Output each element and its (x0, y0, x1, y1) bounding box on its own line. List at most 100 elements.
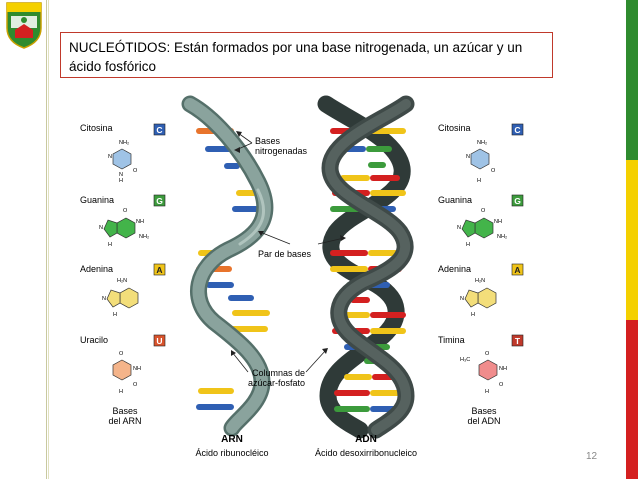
pyrimidine-ring (112, 148, 132, 170)
atom-label: N (99, 225, 103, 231)
right-base-guanina: Guanina G O NH NH₂ N H (438, 194, 524, 248)
pyrimidine-ring (478, 359, 498, 381)
label-par-de-bases: Par de bases (258, 249, 312, 259)
left-base-adenina: Adenina A H₂N N H (80, 263, 166, 318)
label-bases: Bases (255, 136, 281, 146)
base-code-badge (153, 123, 166, 136)
stripe-green (626, 0, 638, 160)
stripe-red (626, 320, 638, 479)
base-code-badge (511, 123, 524, 136)
base-code: U (156, 336, 162, 346)
left-border-line (46, 0, 47, 479)
slide-title-text: NUCLEÓTIDOS: Están formados por una base… (69, 40, 523, 74)
stripe-yellow (626, 160, 638, 320)
left-caption-line2: del ARN (108, 416, 141, 426)
right-base-timina: Timina T O NH O H₃C H (438, 334, 524, 395)
atom-label: H (119, 389, 123, 395)
atom-label: O (133, 168, 138, 174)
label-arn-full: Ácido ribunocléico (195, 448, 268, 458)
left-border-line-2 (48, 0, 49, 479)
atom-label: NH (494, 219, 502, 225)
base-code-badge (153, 194, 166, 207)
pyrimidine-ring (112, 359, 132, 381)
base-code-badge (153, 263, 166, 276)
base-code: C (514, 125, 520, 135)
atom-label: O (499, 382, 504, 388)
base-code: C (156, 125, 162, 135)
atom-label: NH (499, 366, 507, 372)
base-code: T (515, 336, 521, 346)
base-code: A (156, 265, 162, 275)
base-code: G (514, 196, 521, 206)
atom-label: H (108, 242, 112, 248)
right-base-citosina: Citosina C NH₂ O N H (438, 123, 524, 184)
atom-label: N (466, 154, 470, 160)
base-code: A (514, 265, 520, 275)
atom-label: NH₂ (477, 140, 487, 146)
base-name: Guanina (80, 195, 114, 205)
atom-label: N (102, 296, 106, 302)
base-name: Adenina (438, 264, 471, 274)
left-caption-line1: Bases (112, 406, 138, 416)
atom-label: N (457, 225, 461, 231)
left-base-uracilo: Uracilo U O NH O H (80, 334, 166, 395)
atom-label: H₃C (460, 357, 470, 363)
purine-ring-6 (119, 287, 139, 309)
atom-label: N (460, 296, 464, 302)
purine-ring-5 (103, 219, 118, 238)
atom-label: NH (133, 366, 141, 372)
atom-label: NH₂ (497, 234, 507, 240)
atom-label: H (471, 312, 475, 318)
atom-label: O (119, 351, 124, 357)
school-logo (6, 2, 42, 49)
atom-label: H (477, 178, 481, 184)
pyrimidine-ring (470, 148, 490, 170)
atom-label: N (108, 154, 112, 160)
left-base-citosina: Citosina C NH₂ O N N H (80, 123, 166, 184)
base-name: Guanina (438, 195, 472, 205)
label-azucar-fosfato: azúcar-fosfato (248, 378, 305, 388)
base-code-badge (153, 334, 166, 347)
right-base-adenina: Adenina A H₂N N H (438, 263, 524, 318)
atom-label: O (123, 208, 128, 214)
base-name: Adenina (80, 264, 113, 274)
base-code: G (156, 196, 163, 206)
annotation-arrowheads (231, 131, 346, 356)
page-number: 12 (586, 451, 598, 462)
base-code-badge (511, 263, 524, 276)
base-name: Uracilo (80, 335, 108, 345)
rna-helix (181, 95, 274, 437)
purine-ring-6 (116, 217, 136, 239)
atom-label: H (113, 312, 117, 318)
right-caption-line1: Bases (471, 406, 497, 416)
base-name: Timina (438, 335, 465, 345)
label-columnas: Columnas de (252, 368, 305, 378)
label-adn-full: Ácido desoxirribonucleico (315, 448, 417, 458)
label-adn: ADN (355, 434, 377, 445)
atom-label: O (491, 168, 496, 174)
purine-ring-5 (106, 289, 121, 308)
left-base-guanina: Guanina G O NH NH₂ N H (80, 194, 166, 248)
label-arn: ARN (221, 434, 243, 445)
atom-label: NH₂ (119, 140, 129, 146)
dna-helix (317, 95, 415, 439)
base-name: Citosina (80, 123, 113, 133)
slide-title-box: NUCLEÓTIDOS: Están formados por una base… (60, 32, 553, 78)
purine-ring-6 (477, 287, 497, 309)
atom-label: H₂N (475, 278, 485, 284)
atom-label: NH (136, 219, 144, 225)
atom-label: NH₂ (139, 234, 149, 240)
base-code-badge (511, 334, 524, 347)
atom-label: H (466, 242, 470, 248)
purine-ring-5 (464, 289, 479, 308)
label-nitrogenadas: nitrogenadas (255, 146, 308, 156)
base-code-badge (511, 194, 524, 207)
atom-label: O (133, 382, 138, 388)
atom-label: O (485, 351, 490, 357)
purine-ring-5 (461, 219, 476, 238)
atom-label: H₂N (117, 278, 127, 284)
base-name: Citosina (438, 123, 471, 133)
right-caption-line2: del ADN (467, 416, 500, 426)
purine-ring-6 (474, 217, 494, 239)
